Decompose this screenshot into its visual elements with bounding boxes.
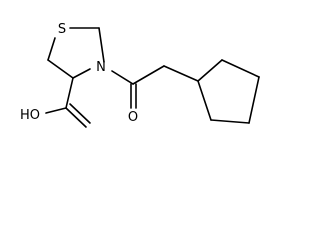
bond-cp-2 [221,59,260,78]
bond-cp-1 [197,59,223,82]
bond-n-c2 [98,27,105,63]
sulfur-atom-label: S [58,22,66,37]
carbonyl-oxygen-label: O [128,110,138,125]
bond-carboxyl-double-o-1 [65,107,87,128]
nitrogen-atom-label: N [96,60,106,75]
bond-cp-4 [210,119,250,124]
bond-c4-n [72,68,91,79]
bond-c4-carboxyl [65,77,74,109]
bond-carbonyl-ch2 [132,65,165,85]
bond-c5-c4 [47,59,74,79]
molecule-structure: S N O HO [20,22,260,128]
bond-cp-5 [197,80,212,121]
bond-s-c5 [47,37,56,61]
hydroxyl-group-label: HO [20,108,40,123]
bond-cp-3 [248,76,260,124]
bond-ch2-cyclopentyl [163,65,199,82]
bond-carboxyl-double-o-2 [69,103,91,124]
bond-carboxyl-oh [45,107,67,114]
bond-n-carbonyl [111,70,134,85]
